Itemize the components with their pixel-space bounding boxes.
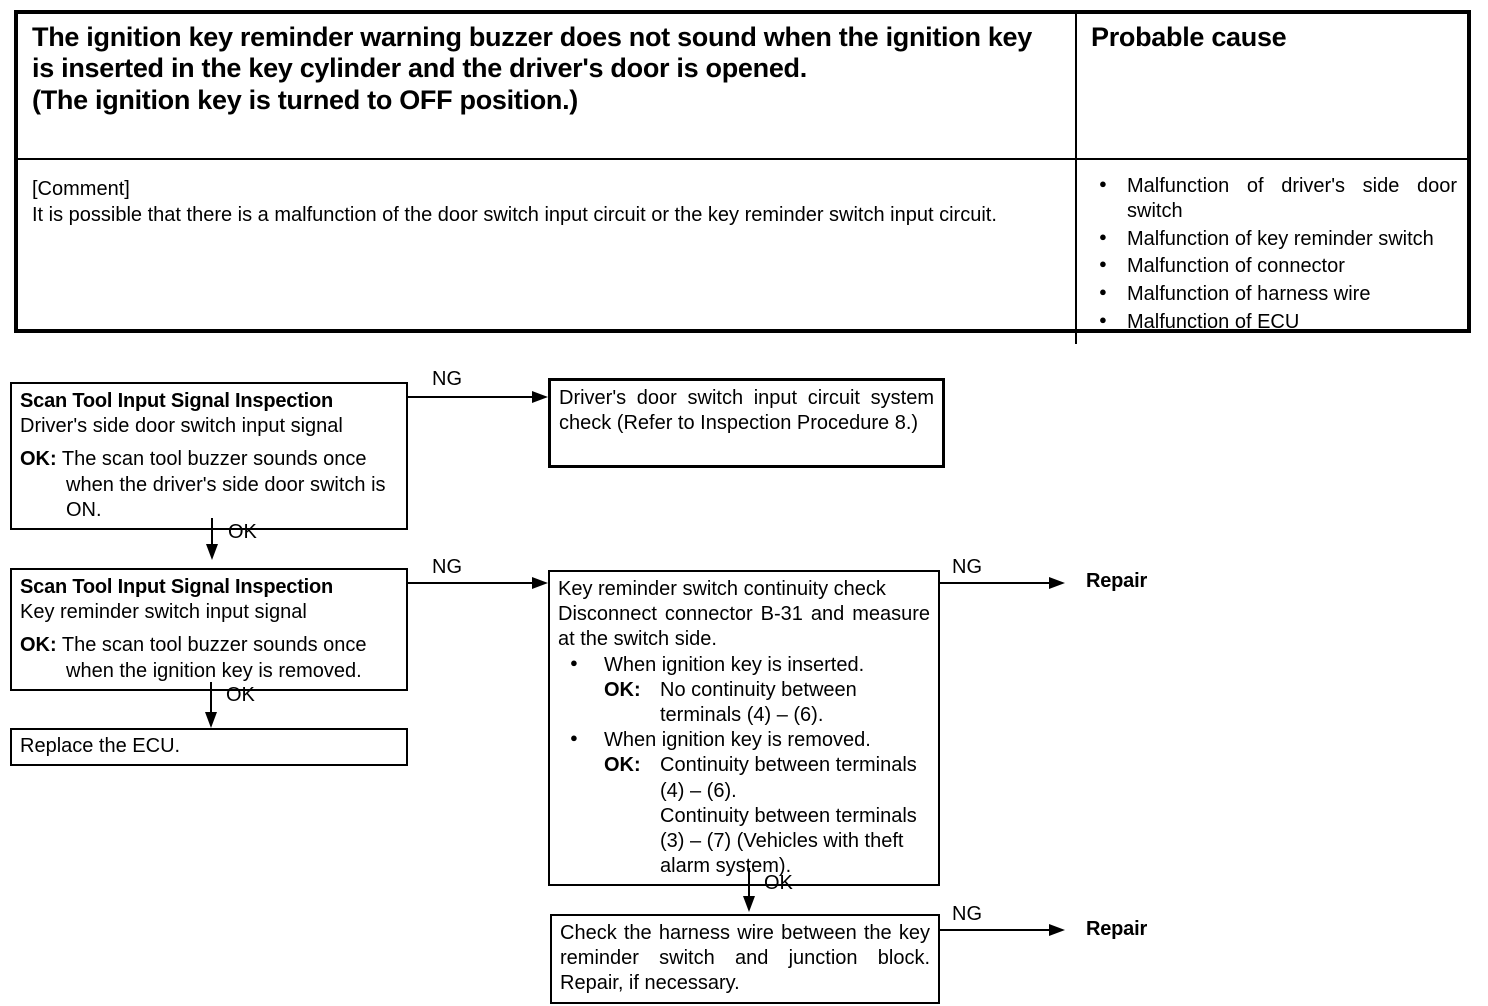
bullet-ok-block: OK: Continuity between terminals (4) – (… — [604, 753, 930, 879]
ng-label-step2: NG — [432, 556, 462, 578]
step2-title: Scan Tool Input Signal Inspection — [20, 576, 334, 598]
door-circuit-check-text: Driver's door switch input circuit syste… — [559, 387, 934, 435]
ng-arrowhead-continuity — [1049, 577, 1065, 589]
ok-label: OK: — [604, 754, 641, 777]
ok-line: Continuity between terminals (4) – (6). — [660, 754, 917, 802]
ng-arrow-line-step2 — [408, 582, 536, 584]
ng-arrow-line-harness — [940, 929, 1053, 931]
bullet-ok-block: OK: No continuity between terminals (4) … — [604, 678, 930, 728]
problem-subtitle: (The ignition key is turned to OFF posit… — [32, 84, 578, 115]
ng-label-continuity: NG — [952, 556, 982, 578]
ok-arrow-line-step1 — [211, 518, 213, 546]
bullet-text: When ignition key is inserted. — [604, 653, 865, 676]
cause-item: Malfunction of connector — [1091, 254, 1457, 279]
step2-ok-line: OK: The scan tool buzzer sounds once whe… — [20, 633, 398, 683]
problem-title: The ignition key reminder warning buzzer… — [32, 22, 1032, 84]
flow-box-harness-check: Check the harness wire between the key r… — [550, 914, 940, 1004]
repair-label-continuity: Repair — [1086, 570, 1148, 592]
step1-ok-line: OK: The scan tool buzzer sounds once whe… — [20, 447, 398, 523]
ng-label-harness: NG — [952, 903, 982, 925]
ok-arrowhead-continuity — [743, 896, 755, 912]
continuity-line1: Key reminder switch continuity check — [558, 578, 886, 600]
ok-line: Continuity between terminals (3) – (7) (… — [660, 804, 917, 878]
ng-arrowhead-harness — [1049, 924, 1065, 936]
flow-box-continuity-check: Key reminder switch continuity check Dis… — [548, 570, 940, 887]
flow-box-replace-ecu: Replace the ECU. — [10, 728, 408, 767]
ng-arrow-line-step1 — [408, 396, 536, 398]
continuity-line2: Disconnect connector B-31 and measure at… — [558, 603, 930, 651]
cause-item: Malfunction of harness wire — [1091, 282, 1457, 307]
probable-cause-header-cell: Probable cause — [1077, 14, 1467, 160]
continuity-bullet-removed: When ignition key is removed. OK: Contin… — [558, 728, 930, 879]
repair-label-harness: Repair — [1086, 918, 1148, 940]
ok-arrowhead-step2 — [205, 712, 217, 728]
probable-cause-list-cell: Malfunction of driver's side door switch… — [1077, 160, 1467, 344]
ok-arrowhead-step1 — [206, 544, 218, 560]
flow-box-step1: Scan Tool Input Signal Inspection Driver… — [10, 382, 408, 530]
comment-cell: [Comment] It is possible that there is a… — [18, 160, 1077, 344]
comment-text: It is possible that there is a malfuncti… — [32, 204, 997, 227]
cause-item: Malfunction of ECU — [1091, 310, 1457, 335]
comment-label: [Comment] — [32, 178, 130, 200]
ng-arrow-line-continuity — [940, 582, 1053, 584]
step2-subtitle: Key reminder switch input signal — [20, 601, 307, 624]
problem-table: The ignition key reminder warning buzzer… — [14, 10, 1471, 344]
ok-arrow-line-continuity — [748, 868, 750, 898]
ok-label-step1: OK — [228, 521, 257, 543]
probable-cause-header: Probable cause — [1091, 22, 1287, 52]
flow-box-step2: Scan Tool Input Signal Inspection Key re… — [10, 568, 408, 691]
ok-arrow-line-step2 — [210, 682, 212, 714]
ok-label-continuity: OK — [764, 872, 793, 894]
ng-label-step1: NG — [432, 368, 462, 390]
ok-line: No continuity between terminals (4) – (6… — [660, 678, 857, 726]
problem-description-cell: The ignition key reminder warning buzzer… — [18, 14, 1077, 160]
ok-label: OK: — [604, 678, 641, 701]
replace-ecu-text: Replace the ECU. — [20, 735, 181, 757]
step1-ok-label: OK: — [20, 448, 57, 471]
probable-cause-list: Malfunction of driver's side door switch… — [1091, 174, 1457, 335]
flow-box-door-circuit-check: Driver's door switch input circuit syste… — [548, 378, 945, 468]
ng-arrowhead-step2 — [532, 577, 548, 589]
ng-arrowhead-step1 — [532, 391, 548, 403]
bullet-text: When ignition key is removed. — [604, 729, 871, 752]
step1-title: Scan Tool Input Signal Inspection — [20, 390, 334, 412]
harness-check-text: Check the harness wire between the key r… — [560, 922, 930, 995]
cause-item: Malfunction of key reminder switch — [1091, 227, 1457, 252]
step2-ok-text: The scan tool buzzer sounds once when th… — [61, 634, 367, 682]
step1-ok-text: The scan tool buzzer sounds once when th… — [61, 448, 386, 521]
step1-subtitle: Driver's side door switch input signal — [20, 415, 343, 438]
continuity-bullet-inserted: When ignition key is inserted. OK: No co… — [558, 653, 930, 729]
ok-label-step2: OK — [226, 684, 255, 706]
cause-item: Malfunction of driver's side door switch — [1091, 174, 1457, 224]
step2-ok-label: OK: — [20, 634, 57, 657]
